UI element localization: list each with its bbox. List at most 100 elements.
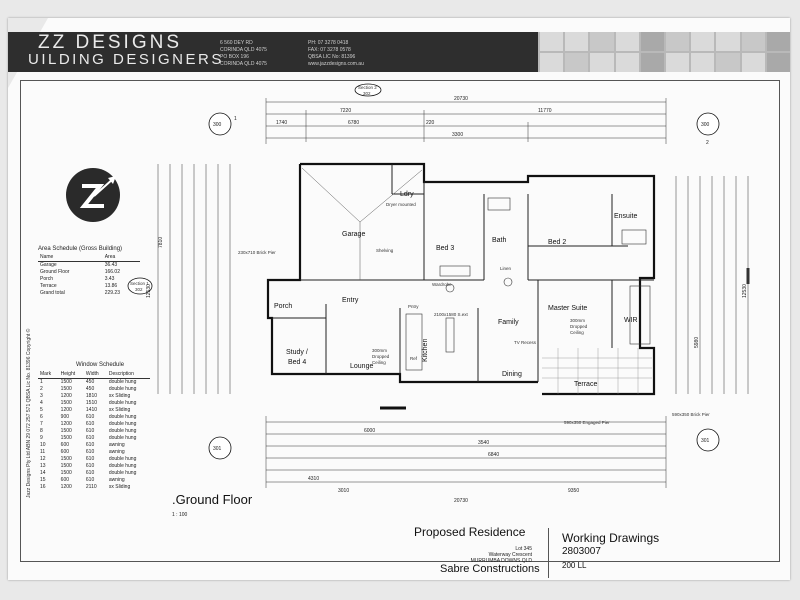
dimension-text: 4310 xyxy=(308,476,319,482)
plan-note: 300mm xyxy=(570,318,585,323)
dimension-text: 11770 xyxy=(538,108,552,114)
address-line: Waterway Crescent xyxy=(488,552,532,558)
room-label: Bath xyxy=(492,237,507,244)
address-line: PO BOX 196 xyxy=(220,54,249,60)
table-cell: double hung xyxy=(108,435,137,441)
table-cell: 1500 xyxy=(60,400,72,406)
table-cell: 600 xyxy=(60,449,70,455)
table-cell: 1810 xyxy=(85,393,98,399)
table-cell: 1410 xyxy=(85,407,98,413)
table-cell: 610 xyxy=(85,428,95,434)
table-cell: awning xyxy=(108,477,125,483)
table-cell: 1200 xyxy=(60,484,72,490)
table-cell: 900 xyxy=(60,414,70,420)
table-cell: 15 xyxy=(40,477,46,483)
revision: 200 LL xyxy=(562,561,587,570)
plan-note: 590x350 Engaged Pier xyxy=(564,420,610,425)
dimension-text: 12530 xyxy=(742,284,748,298)
table-cell: double hung xyxy=(108,400,137,406)
table-cell: 1500 xyxy=(60,470,72,476)
address-line: CORINDA QLD 4075 xyxy=(220,61,267,67)
table-cell: 36.43 xyxy=(104,262,118,268)
drawing-frame xyxy=(20,80,780,562)
table-cell: 8 xyxy=(40,428,43,434)
dimension-text: 12530 xyxy=(146,284,152,298)
table-cell: awning xyxy=(108,449,125,455)
plan-note: Ceiling xyxy=(570,330,584,335)
fax-line: FAX: 07 3278 0578 xyxy=(308,47,351,53)
table-cell: 610 xyxy=(85,449,95,455)
table-cell: 1500 xyxy=(60,379,72,385)
room-label: Bed 4 xyxy=(288,359,306,366)
table-cell: double hung xyxy=(108,379,137,385)
table-cell: 450 xyxy=(85,379,95,385)
plan-note: TV Recess xyxy=(514,340,537,345)
room-label: WIR xyxy=(624,317,638,324)
dimension-text: 1740 xyxy=(276,120,287,126)
dimension-text: 20730 xyxy=(454,498,468,504)
contact-phone: PH: 07 3278 0418 FAX: 07 3278 0578 QBSA … xyxy=(308,40,364,68)
section-label: 1 xyxy=(234,116,237,122)
licence-line: QBSA LIC No: 81396 xyxy=(308,54,356,60)
section-label: 2 xyxy=(706,140,709,146)
table-cell: 14 xyxy=(40,470,46,476)
room-label: Family xyxy=(498,319,519,326)
table-cell: 1510 xyxy=(85,400,98,406)
room-label: Kitchen xyxy=(422,339,429,362)
header-tiles xyxy=(538,32,790,72)
terrace-hatch xyxy=(542,348,652,394)
table-cell: 3.43 xyxy=(104,276,115,282)
table-cell: 1 xyxy=(40,379,43,385)
table-cell: 610 xyxy=(85,470,95,476)
plan-note: 300mm xyxy=(372,348,387,353)
plan-note: Ceiling xyxy=(372,360,386,365)
logo-icon xyxy=(66,168,120,222)
table-cell: 1200 xyxy=(60,407,72,413)
table-cell: Porch xyxy=(40,276,54,282)
plan-note: 230x710 Brick Pier xyxy=(238,250,276,255)
dimension-text: 6000 xyxy=(364,428,375,434)
room-label: Bed 3 xyxy=(436,245,454,252)
table-cell: Terrace xyxy=(40,283,57,289)
table-cell: double hung xyxy=(108,456,137,462)
table-cell: Grand total xyxy=(40,290,65,296)
section-label: 301 xyxy=(701,438,710,444)
table-cell: 610 xyxy=(85,414,95,420)
table-cell: 610 xyxy=(85,463,95,469)
table-row: Grand total 229.23 xyxy=(38,290,140,297)
room-label: Bed 2 xyxy=(548,239,566,246)
room-label: Lounge xyxy=(350,363,373,370)
table-cell: double hung xyxy=(108,421,137,427)
dimension-lines-top xyxy=(265,98,667,144)
dimension-lines-bottom xyxy=(265,416,667,488)
drawing-sheet: ZZ DESIGNS UILDING DESIGNERS 6 560 DEY R… xyxy=(8,18,790,580)
table-cell: 610 xyxy=(85,442,95,448)
plan-note: 2100x1580 S.ext xyxy=(434,312,469,317)
interior-walls xyxy=(272,164,654,382)
window-schedule-title: Window Schedule xyxy=(76,362,125,368)
address-line: 6 560 DEY RD xyxy=(220,40,253,46)
dimension-text: 6840 xyxy=(488,452,499,458)
table-cell: 1200 xyxy=(60,393,72,399)
section-label: Section 2 xyxy=(358,85,377,90)
plan-note: Dryer mounted xyxy=(386,202,416,207)
section-label: 302 xyxy=(363,91,371,96)
table-cell: 229.23 xyxy=(104,290,120,296)
dimension-text: 5980 xyxy=(694,337,700,348)
title-block-divider xyxy=(548,528,549,578)
address-line: MURRUMBA DOWNS QLD xyxy=(470,558,532,564)
project-address: Lot 345 Waterway Crescent MURRUMBA DOWNS… xyxy=(438,546,532,564)
table-cell: 16 xyxy=(40,484,46,490)
address-line: CORINDA QLD 4075 xyxy=(220,47,267,53)
section-label: 302 xyxy=(135,287,143,292)
